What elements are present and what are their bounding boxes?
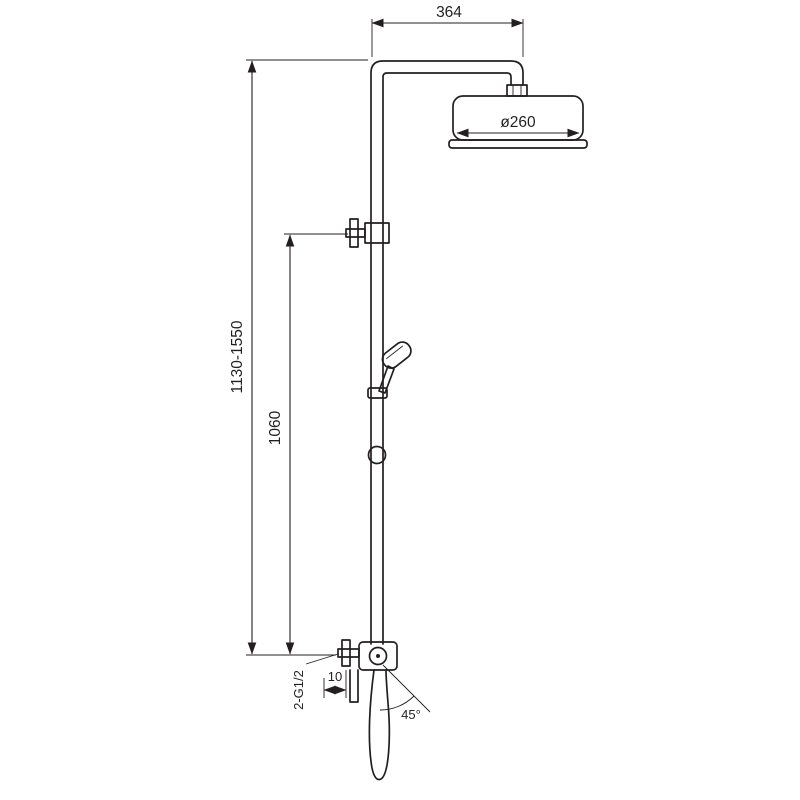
dim-arm-length: 364	[371, 4, 524, 57]
hand-shower	[367, 341, 412, 399]
rain-shower-head	[448, 95, 588, 149]
inlet-offset-label: 10	[328, 669, 342, 684]
dim-inlet-offset: 10	[323, 669, 347, 698]
diverter-knob	[345, 218, 390, 248]
slide-ring	[367, 445, 387, 465]
head-diameter-label: ø260	[500, 114, 536, 131]
mixer-valve	[337, 639, 398, 703]
inlet-thread-note: 2-G1/2	[291, 653, 339, 710]
arm-length-label: 364	[436, 4, 462, 21]
inlet-thread-label: 2-G1/2	[291, 670, 306, 710]
head-connector	[506, 84, 528, 97]
total-height-label: 1130-1550	[229, 320, 246, 393]
riser-pipe-and-arm	[370, 60, 524, 645]
dim-head-diameter: ø260	[456, 114, 580, 138]
dim-riser-height: 1060	[267, 233, 348, 655]
riser-height-label: 1060	[267, 410, 284, 445]
mixer-lever	[368, 669, 391, 781]
lever-angle-label: 45°	[401, 707, 421, 722]
dim-total-height: 1130-1550	[229, 59, 368, 656]
lever-angle-annotation: 45°	[379, 664, 431, 722]
